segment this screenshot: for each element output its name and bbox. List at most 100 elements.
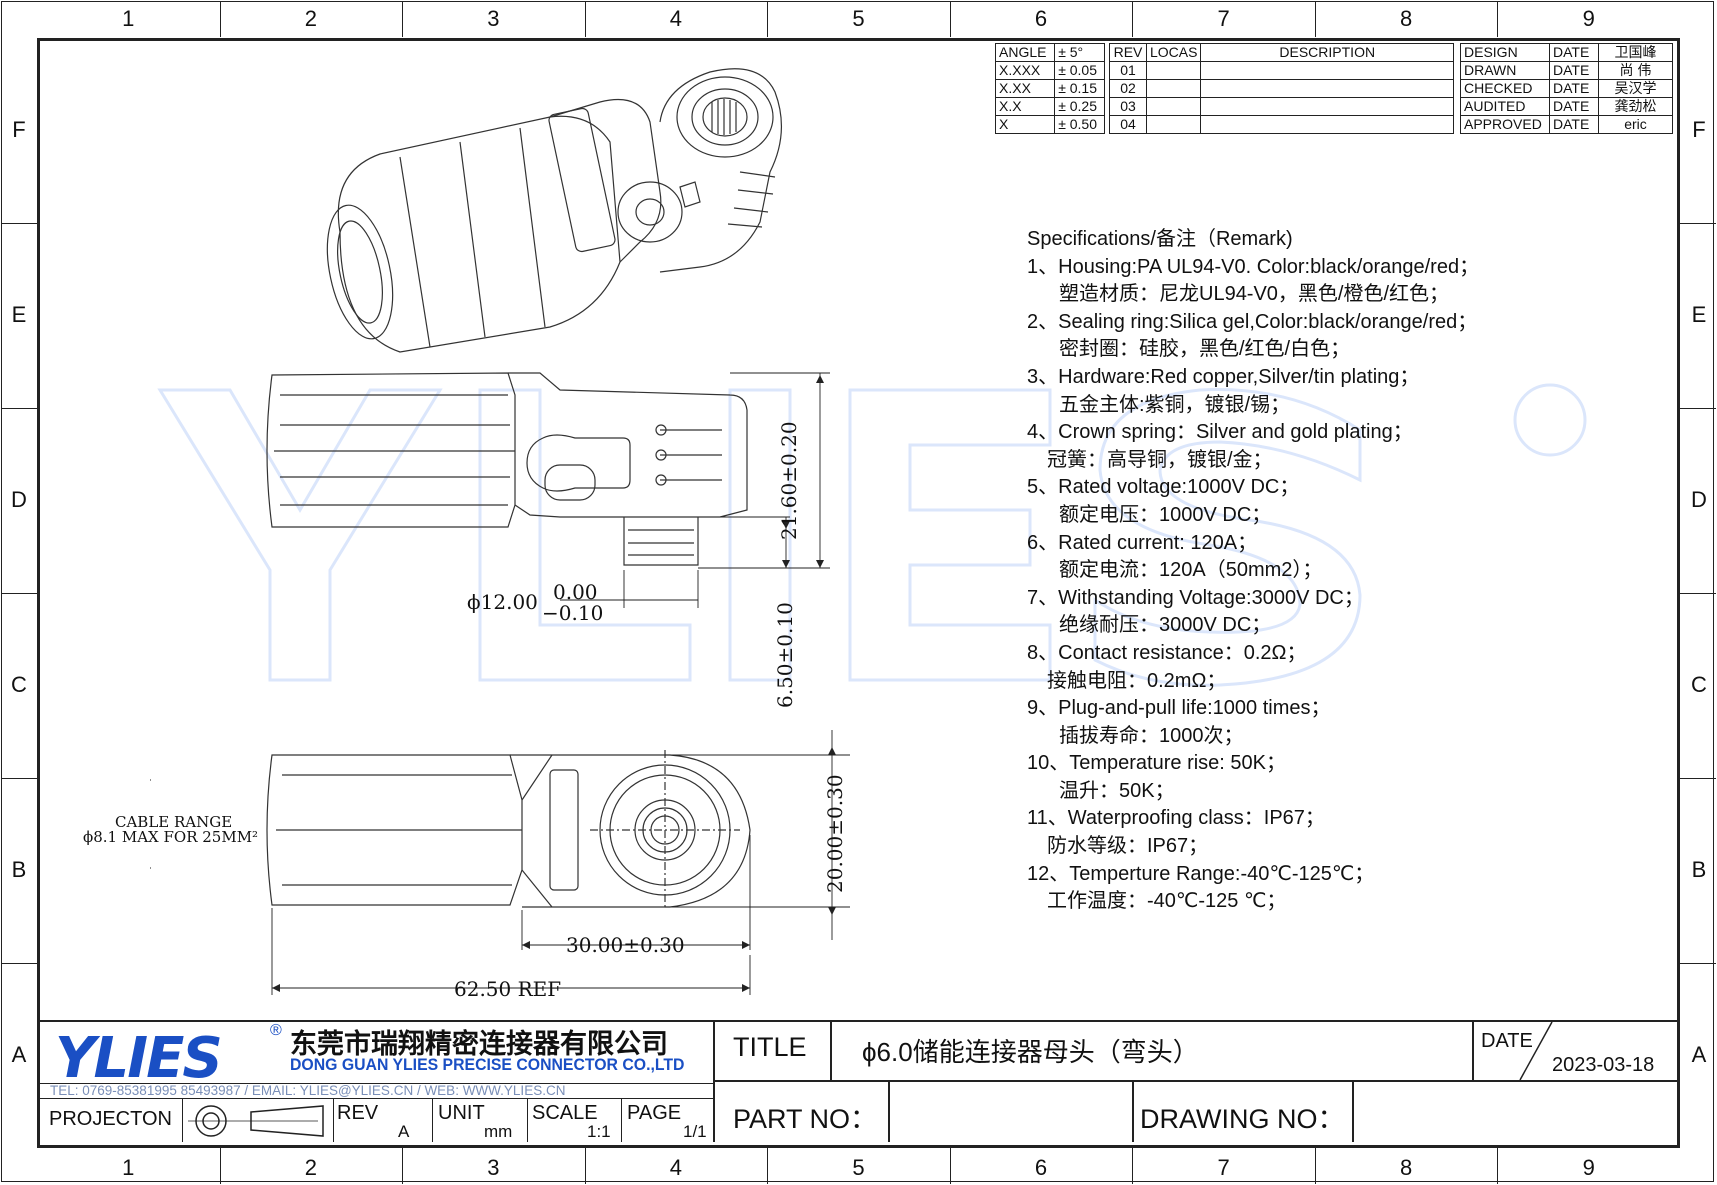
zone-tick xyxy=(1680,963,1716,964)
revision-row: 03 xyxy=(1109,97,1454,116)
revision-locas xyxy=(1145,61,1202,80)
approval-role: CHECKED xyxy=(1460,79,1550,98)
tb-cell-border-3 xyxy=(432,1099,433,1142)
zone-tick xyxy=(767,1,769,37)
tolerance-label: X.X xyxy=(994,97,1056,116)
approval-date: DATE xyxy=(1549,97,1599,116)
rev-label: REV xyxy=(337,1102,379,1124)
drawing-no-label: DRAWING NO： xyxy=(1140,1104,1345,1134)
revision-description xyxy=(1200,115,1454,134)
revision-locas xyxy=(1145,79,1202,98)
unit-value: mm xyxy=(484,1122,513,1141)
page-value: 1/1 xyxy=(683,1122,707,1141)
zone-col-top: 3 xyxy=(487,6,500,31)
revision-description xyxy=(1200,97,1454,116)
dim-overall-length: 62.50 REF xyxy=(454,977,562,1001)
tolerance-label: X.XX xyxy=(994,79,1056,98)
tolerance-row: X.XX± 0.15 xyxy=(994,79,1105,98)
watermark xyxy=(150,370,1600,700)
spec-line: 5、Rated voltage:1000V DC； xyxy=(1027,476,1300,499)
scale-value: 1:1 xyxy=(587,1122,611,1141)
dim-height-side: 21.60±0.20 xyxy=(777,421,801,540)
zone-tick xyxy=(1132,1148,1134,1184)
spec-line: 密封圈：硅胶，黑色/红色/白色； xyxy=(1059,338,1351,361)
spec-line: 3、Hardware:Red copper,Silver/tin plating… xyxy=(1027,365,1420,388)
approval-name: eric xyxy=(1598,115,1673,134)
dim-diameter-main: ϕ12.00 xyxy=(467,590,538,614)
zone-tick xyxy=(1314,1148,1316,1184)
specifications: Specifications/备注（Remark) 1、Housing:PA U… xyxy=(1027,226,1667,916)
zone-tick xyxy=(1,593,37,594)
tolerance-label: X xyxy=(994,115,1056,134)
zone-tick xyxy=(1680,223,1716,224)
spec-line: 五金主体:紫铜，镀银/锡； xyxy=(1059,393,1291,416)
tb-left-row-line xyxy=(40,1083,713,1084)
zone-tick xyxy=(1,223,37,224)
revision-number: 01 xyxy=(1109,61,1147,80)
revision-row: 01 xyxy=(1109,61,1454,80)
approval-name: 尚 伟 xyxy=(1598,61,1673,80)
zone-col-bottom: 2 xyxy=(304,1155,317,1180)
spec-line: 额定电流：120A（50mm2）； xyxy=(1059,559,1323,582)
zone-row-right: F xyxy=(1692,116,1706,142)
zone-col-bottom: 4 xyxy=(669,1155,683,1180)
revision-number: 04 xyxy=(1109,115,1147,134)
zone-col-bottom: 8 xyxy=(1400,1155,1413,1180)
page-label: PAGE xyxy=(627,1102,682,1124)
zone-row-left: A xyxy=(11,1041,27,1067)
zone-tick xyxy=(1680,408,1716,409)
tolerance-value: ± 0.25 xyxy=(1054,97,1105,116)
tolerance-row: X.X± 0.25 xyxy=(994,97,1105,116)
tb-cell-border-5 xyxy=(621,1099,622,1142)
tb-divider-drawing-value xyxy=(1352,1080,1354,1142)
spec-line: 额定电压：1000V DC； xyxy=(1059,503,1272,526)
unit-label: UNIT xyxy=(438,1102,485,1124)
spec-line: 2、Sealing ring:Silica gel,Color:black/or… xyxy=(1027,310,1478,333)
tb-divider-drawing xyxy=(1132,1080,1134,1142)
watermark-graphic xyxy=(157,383,1587,687)
spec-line: 温升：50K； xyxy=(1059,779,1175,802)
approval-name: 卫国峰 xyxy=(1598,43,1673,62)
approval-name: 龚劲松 xyxy=(1598,97,1673,116)
zone-col-bottom: 1 xyxy=(122,1155,135,1180)
top-view xyxy=(143,720,850,1000)
zone-tick xyxy=(402,1,404,37)
revision-description xyxy=(1200,79,1454,98)
projection-label: PROJECTON xyxy=(49,1108,172,1130)
revision-description xyxy=(1200,61,1454,80)
tb-row-divider xyxy=(713,1080,1678,1082)
revision-locas xyxy=(1145,97,1202,116)
zone-tick xyxy=(1680,778,1716,779)
locas-header: LOCAS xyxy=(1145,43,1202,62)
spec-line: 10、Temperature rise: 50K； xyxy=(1027,752,1287,775)
revision-row: 02 xyxy=(1109,79,1454,98)
zone-row-right: A xyxy=(1691,1041,1707,1067)
zone-col-top: 7 xyxy=(1217,6,1230,31)
zone-col-bottom: 7 xyxy=(1217,1155,1230,1180)
date-diagonal xyxy=(1519,1021,1553,1081)
title-value: ϕ6.0储能连接器母头（弯头） xyxy=(862,1037,1199,1067)
dim-diameter-tol-lower: −0.10 xyxy=(542,601,604,625)
spec-line: 冠簧：高导铜，镀银/金； xyxy=(1047,448,1273,471)
approval-role: AUDITED xyxy=(1460,97,1550,116)
zone-col-top: 9 xyxy=(1582,6,1595,31)
spec-line: 工作温度：-40℃-125 ℃； xyxy=(1047,890,1287,913)
company-name-cn: 东莞市瑞翔精密连接器有限公司 xyxy=(290,1029,668,1059)
zone-col-bottom: 6 xyxy=(1034,1155,1048,1180)
rev-header: REV xyxy=(1109,43,1147,62)
zone-row-left: F xyxy=(12,116,26,142)
zone-tick xyxy=(1497,1,1499,37)
zone-col-bottom: 3 xyxy=(487,1155,500,1180)
cable-range-value: ϕ8.1 MAX FOR 25MM² xyxy=(83,828,259,846)
tb-divider-part xyxy=(888,1080,890,1142)
zone-col-top: 8 xyxy=(1400,6,1413,31)
spec-line: 塑造材质：尼龙UL94-V0，黑色/橙色/红色； xyxy=(1059,283,1450,306)
